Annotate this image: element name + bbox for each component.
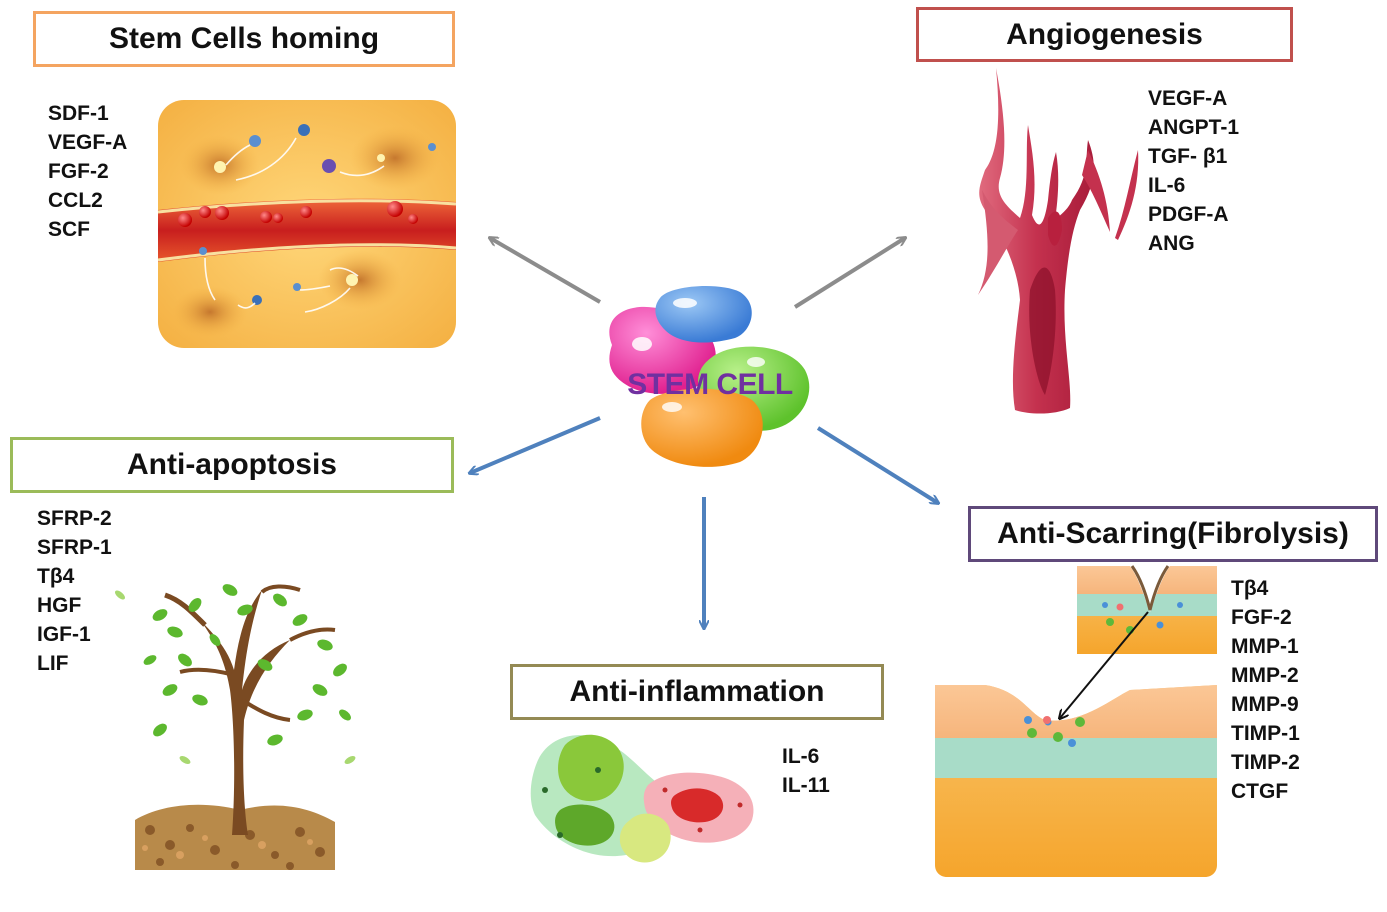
scarring-title-box: Anti-Scarring(Fibrolysis) [968, 506, 1378, 562]
homing-factor: VEGF-A [48, 131, 128, 154]
apoptosis-factor-list: SFRP-2 SFRP-1 Tβ4 HGF IGF-1 LIF [37, 504, 112, 678]
angiogenesis-factor: ANGPT-1 [1148, 116, 1240, 139]
homing-illustration [157, 100, 457, 348]
arrows [470, 238, 938, 628]
apoptosis-factor: HGF [37, 594, 82, 617]
arrow-to-homing [490, 238, 602, 304]
red-blood-cells [178, 201, 418, 227]
arrow-to-apoptosis [470, 416, 601, 473]
scarring-factor-list: Tβ4 FGF-2 MMP-1 MMP-2 MMP-9 TIMP-1 TIMP-… [1231, 574, 1300, 806]
scarring-factor: TIMP-2 [1231, 751, 1300, 774]
stem-cell-label: STEM CELL [627, 368, 793, 401]
arrow-to-scarring [816, 426, 938, 503]
angiogenesis-factor-list: VEGF-A ANGPT-1 TGF- β1 IL-6 PDGF-A ANG [1148, 84, 1239, 258]
inflammation-factor: IL-6 [782, 745, 820, 768]
angiogenesis-factor: TGF- β1 [1148, 145, 1228, 168]
scarring-illustration [935, 565, 1217, 877]
inflammation-title: Anti-inflammation [569, 675, 825, 708]
scarring-title: Anti-Scarring(Fibrolysis) [997, 517, 1349, 550]
homing-factor: SCF [48, 218, 90, 241]
angiogenesis-factor: IL-6 [1148, 174, 1186, 197]
apoptosis-factor: SFRP-2 [37, 507, 112, 530]
homing-factor: FGF-2 [48, 160, 109, 183]
apoptosis-title: Anti-apoptosis [127, 448, 337, 481]
scarring-factor: CTGF [1231, 780, 1289, 803]
scarring-factor: MMP-2 [1231, 664, 1299, 687]
tree-illustration [115, 584, 356, 870]
inflammation-factor-list: IL-6 IL-11 [782, 742, 830, 800]
homing-factor-list: SDF-1 VEGF-A FGF-2 CCL2 SCF [48, 99, 127, 244]
apoptosis-factor: SFRP-1 [37, 536, 112, 559]
angiogenesis-factor: VEGF-A [1148, 87, 1228, 110]
angiogenesis-illustration [978, 68, 1139, 414]
apoptosis-factor: IGF-1 [37, 623, 91, 646]
apoptosis-factor: Tβ4 [37, 565, 75, 588]
homing-title: Stem Cells homing [108, 22, 380, 55]
homing-title-box: Stem Cells homing [33, 11, 455, 67]
arrow-to-angiogenesis [793, 238, 905, 309]
scarring-factor: FGF-2 [1231, 606, 1292, 629]
inflammation-factor: IL-11 [782, 774, 830, 797]
apoptosis-factor: LIF [37, 652, 69, 675]
homing-factor: SDF-1 [48, 102, 109, 125]
angiogenesis-title: Angiogenesis [1006, 17, 1203, 51]
stem-cell-cluster [609, 286, 810, 467]
angiogenesis-title-box: Angiogenesis [916, 7, 1293, 62]
homing-factor: CCL2 [48, 189, 103, 212]
scarring-factor: MMP-9 [1231, 693, 1299, 716]
scarring-factor: MMP-1 [1231, 635, 1299, 658]
scarring-factor: TIMP-1 [1231, 722, 1300, 745]
angiogenesis-factor: ANG [1148, 232, 1195, 255]
apoptosis-title-box: Anti-apoptosis [10, 437, 454, 493]
angiogenesis-factor: PDGF-A [1148, 203, 1229, 226]
inflammation-illustration [530, 734, 754, 863]
scarring-factor: Tβ4 [1231, 577, 1269, 600]
inflammation-title-box: Anti-inflammation [510, 664, 884, 720]
